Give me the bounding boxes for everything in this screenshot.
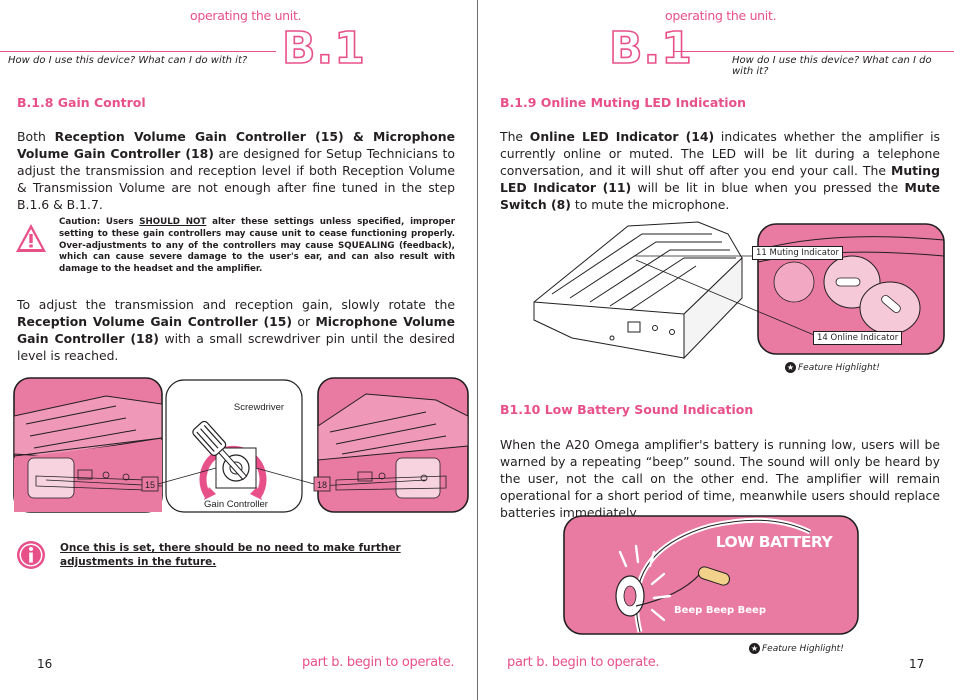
screwdriver-icon xyxy=(192,420,248,481)
footer-label: part b. begin to operate. xyxy=(302,655,455,670)
low-battery-label: LOW BATTERY xyxy=(716,533,834,551)
sound-waves-icon xyxy=(618,544,672,622)
beep-label: Beep Beep Beep xyxy=(674,605,766,616)
gain-controller-label: Gain Controller xyxy=(204,499,268,510)
feature-highlight: ★ Feature Highlight! xyxy=(785,362,880,373)
left-page: operating the unit. How do I use this de… xyxy=(0,8,469,671)
section-mark: B.1 xyxy=(608,23,693,74)
page-divider xyxy=(477,0,478,700)
muting-paragraph: The Online LED Indicator (14) indicates … xyxy=(500,129,940,212)
header-question: How do I use this device? What can I do … xyxy=(732,55,932,77)
page-number: 17 xyxy=(909,657,925,671)
header-rule xyxy=(673,51,954,52)
feature-highlight: ★ Feature Highlight! xyxy=(749,643,844,654)
page-number: 16 xyxy=(37,657,53,671)
section-mark: B.1 xyxy=(281,23,366,74)
section-heading: B.1.8 Gain Control xyxy=(17,95,146,110)
amplifier-figure xyxy=(533,221,945,360)
battery-paragraph: When the A20 Omega amplifier's battery i… xyxy=(500,437,940,520)
note-text: Once this is set, there should be no nee… xyxy=(60,542,401,568)
gain-paragraph: Both Reception Volume Gain Controller (1… xyxy=(17,129,455,212)
caution-icon xyxy=(16,224,46,252)
label-18: 18 xyxy=(317,480,327,490)
right-page: operating the unit. B.1 How do I use thi… xyxy=(477,0,954,700)
adjust-paragraph: To adjust the transmission and reception… xyxy=(17,297,455,363)
section-heading-muting: B.1.9 Online Muting LED Indication xyxy=(500,95,746,110)
section-label: operating the unit. xyxy=(190,8,302,23)
star-icon: ★ xyxy=(785,362,796,373)
section-heading-battery: B1.10 Low Battery Sound Indication xyxy=(500,402,754,417)
muting-indicator-label: 11 Muting Indicator xyxy=(752,246,843,260)
info-icon xyxy=(17,541,45,569)
star-icon: ★ xyxy=(749,643,760,654)
footer-label: part b. begin to operate. xyxy=(507,655,660,670)
amplifier-body xyxy=(533,221,743,360)
header-question: How do I use this device? What can I do … xyxy=(8,55,248,66)
header-rule xyxy=(0,51,276,52)
gain-control-figure: 15 Screwdriver Gain Controller xyxy=(13,377,469,513)
screwdriver-label: Screwdriver xyxy=(234,402,284,413)
caution-text: Caution: Users SHOULD NOT alter these se… xyxy=(59,217,455,275)
low-battery-figure: LOW BATTERY Beep Beep Beep xyxy=(563,515,859,635)
online-indicator-label: 14 Online Indicator xyxy=(813,331,903,345)
section-label: operating the unit. xyxy=(665,8,777,23)
label-15: 15 xyxy=(145,480,155,490)
